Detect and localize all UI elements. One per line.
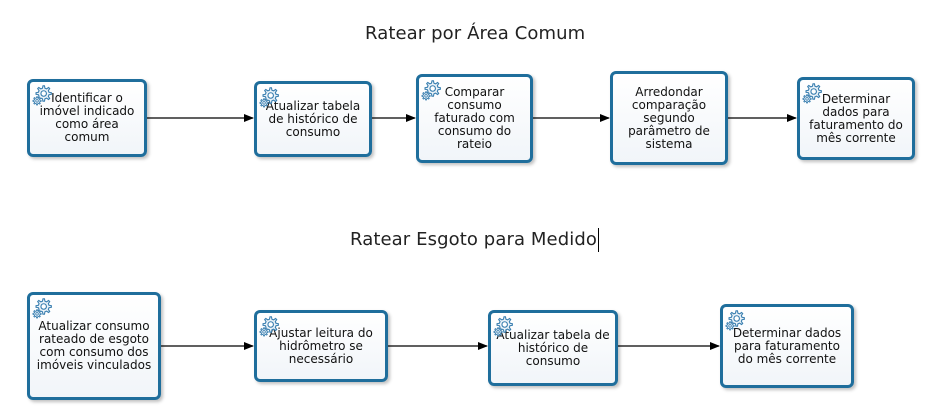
task-atualizar-tabela-historico[interactable]: Atualizar tabela de histórico de consumo (254, 81, 372, 157)
process2-title-text: Ratear Esgoto para Medido (350, 229, 597, 250)
task-label: Identificar o imóvel indicado como área … (39, 91, 135, 144)
gear-icon (493, 316, 513, 337)
task-label: Arredondar comparação segundo parâmetro … (628, 84, 710, 151)
task-determinar-dados-faturamento-2[interactable]: Determinar dados para faturamento do mês… (720, 304, 854, 388)
task-label: Atualizar tabela de histórico de consumo (265, 98, 361, 139)
task-identificar-imovel[interactable]: Identificar o imóvel indicado como área … (27, 79, 147, 157)
text-cursor (598, 228, 599, 252)
gear-icon (725, 310, 745, 331)
task-determinar-dados-faturamento[interactable]: Determinar dados para faturamento do mês… (797, 77, 915, 160)
task-comparar-consumo[interactable]: Comparar consumo faturado com consumo do… (416, 74, 533, 163)
task-label: Determinar dados para faturamento do mês… (809, 91, 903, 145)
gear-icon (259, 87, 279, 108)
gear-icon (32, 85, 52, 106)
process1-title-text: Ratear por Área Comum (365, 23, 586, 44)
gear-icon (259, 316, 279, 337)
task-atualizar-consumo-rateado[interactable]: Atualizar consumo rateado de esgoto com … (27, 292, 161, 400)
task-label: Comparar consumo faturado com consumo do… (434, 85, 515, 151)
task-atualizar-tabela-historico-2[interactable]: Atualizar tabela de histórico de consumo (488, 310, 618, 386)
gear-icon (32, 298, 52, 319)
task-label: Atualizar tabela de histórico de consumo (496, 327, 610, 368)
process1-title: Ratear por Área Comum (365, 23, 585, 44)
task-label: Atualizar consumo rateado de esgoto com … (36, 319, 152, 372)
gear-icon (802, 83, 822, 104)
gear-icon (421, 80, 441, 101)
task-label: Ajustar leitura do hidrômetro se necessá… (269, 325, 373, 366)
task-ajustar-leitura-hidrometro[interactable]: Ajustar leitura do hidrômetro se necessá… (254, 310, 388, 382)
task-label: Determinar dados para faturamento do mês… (732, 325, 842, 366)
task-arredondar-comparacao[interactable]: Arredondar comparação segundo parâmetro … (610, 71, 728, 165)
process2-title: Ratear Esgoto para Medido (350, 228, 599, 252)
